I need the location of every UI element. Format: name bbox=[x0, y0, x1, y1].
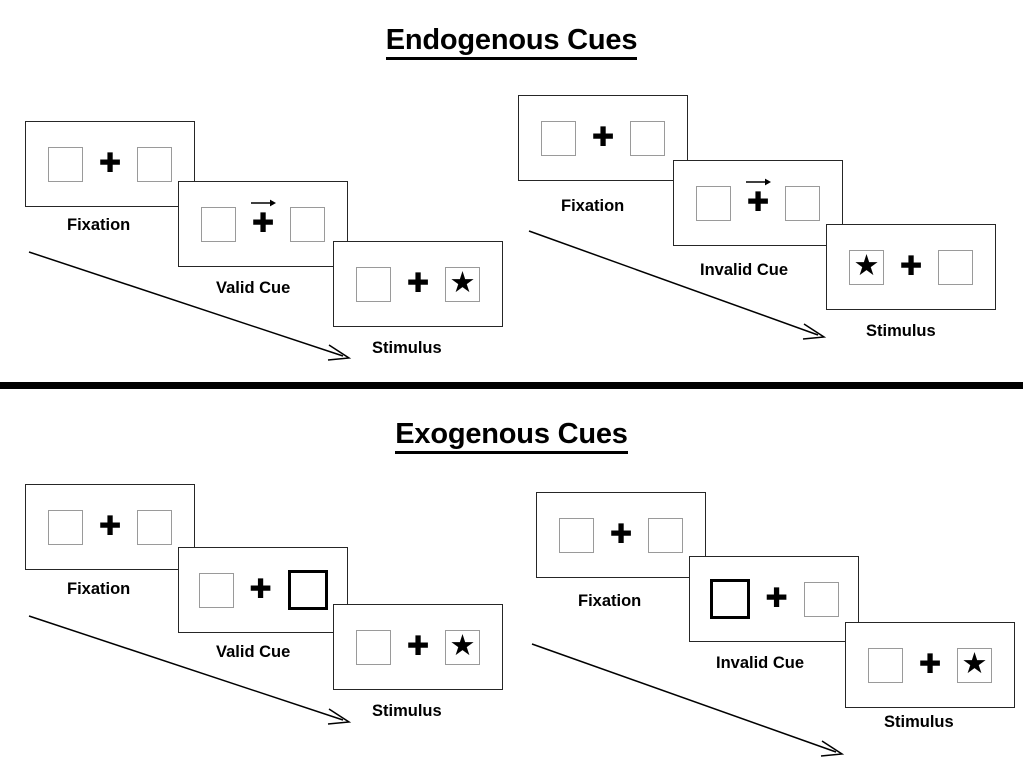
slot-right: ★ bbox=[445, 629, 480, 665]
fixation-center: ✚ bbox=[903, 648, 957, 680]
caption-exogenous-valid-fixation: Fixation bbox=[67, 580, 131, 598]
star-icon: ★ bbox=[961, 647, 988, 680]
endogenous-title-text: Endogenous Cues bbox=[385, 24, 637, 60]
frame-contents: ★ ✚ bbox=[827, 225, 995, 309]
fixation-plus-icon: ✚ bbox=[406, 630, 430, 662]
slot-left bbox=[48, 509, 83, 545]
slot-left bbox=[356, 266, 391, 302]
page-title-endogenous: Endogenous Cues bbox=[0, 24, 1023, 60]
page-title-exogenous: Exogenous Cues bbox=[0, 418, 1023, 454]
slot-right bbox=[630, 120, 665, 156]
section-divider bbox=[0, 382, 1023, 389]
frame-exogenous-valid-stimulus: ✚ ★ bbox=[333, 604, 503, 690]
star-icon: ★ bbox=[449, 266, 476, 299]
frame-contents: ✚ bbox=[179, 548, 347, 632]
slot-right: ★ bbox=[445, 266, 480, 302]
caption-exogenous-invalid-fixation: Fixation bbox=[578, 592, 642, 610]
fixation-center: ✚ bbox=[234, 573, 288, 605]
fixation-center: ✚ bbox=[83, 510, 137, 542]
caption-endogenous-valid-cue: Valid Cue bbox=[216, 279, 291, 297]
frame-contents: ✚ bbox=[537, 493, 705, 577]
fixation-center: ✚ bbox=[576, 121, 630, 153]
fixation-plus-icon: ✚ bbox=[251, 207, 275, 239]
frame-contents: ✚ bbox=[179, 182, 347, 266]
fixation-plus-icon: ✚ bbox=[765, 582, 788, 614]
frame-contents: ✚ bbox=[26, 122, 194, 206]
frame-endogenous-invalid-fixation: ✚ bbox=[518, 95, 688, 181]
fixation-center: ✚ bbox=[750, 582, 804, 614]
slot-left bbox=[198, 572, 234, 608]
slot-right bbox=[785, 185, 820, 221]
fixation-center: ✚ bbox=[594, 518, 648, 550]
caption-endogenous-invalid-stimulus: Stimulus bbox=[866, 322, 936, 340]
caption-exogenous-invalid-stimulus: Stimulus bbox=[884, 713, 954, 731]
cue-center: ✚ bbox=[731, 178, 785, 218]
fixation-plus-icon: ✚ bbox=[249, 573, 272, 605]
frame-contents: ✚ bbox=[674, 161, 842, 245]
fixation-plus-icon: ✚ bbox=[899, 250, 923, 282]
frame-contents: ✚ ★ bbox=[846, 623, 1014, 707]
arrow-right-icon bbox=[746, 178, 771, 186]
star-icon: ★ bbox=[449, 629, 476, 662]
caption-endogenous-valid-fixation: Fixation bbox=[67, 216, 131, 234]
cue-center: ✚ bbox=[236, 199, 290, 239]
caption-exogenous-valid-cue: Valid Cue bbox=[216, 643, 291, 661]
frame-endogenous-invalid-stimulus: ★ ✚ bbox=[826, 224, 996, 310]
slot-right: ★ bbox=[957, 647, 992, 683]
slot-right bbox=[938, 249, 973, 285]
frame-contents: ✚ ★ bbox=[334, 605, 502, 689]
slot-left bbox=[48, 146, 83, 182]
fixation-center: ✚ bbox=[391, 267, 445, 299]
fixation-center: ✚ bbox=[884, 250, 938, 282]
fixation-plus-icon: ✚ bbox=[98, 510, 122, 542]
arrow-right-icon bbox=[251, 199, 276, 207]
slot-right bbox=[290, 206, 325, 242]
frame-exogenous-invalid-cue: ✚ bbox=[689, 556, 859, 642]
slot-left: ★ bbox=[849, 249, 884, 285]
frame-contents: ✚ bbox=[519, 96, 687, 180]
slot-left bbox=[356, 629, 391, 665]
caption-endogenous-invalid-cue: Invalid Cue bbox=[700, 261, 789, 279]
frame-endogenous-valid-fixation: ✚ bbox=[25, 121, 195, 207]
slot-left-cued bbox=[709, 579, 750, 619]
caption-endogenous-invalid-fixation: Fixation bbox=[561, 197, 625, 215]
fixation-plus-icon: ✚ bbox=[406, 267, 430, 299]
caption-exogenous-invalid-cue: Invalid Cue bbox=[716, 654, 805, 672]
frame-exogenous-valid-fixation: ✚ bbox=[25, 484, 195, 570]
slot-right-cued bbox=[287, 570, 328, 610]
frame-contents: ✚ bbox=[26, 485, 194, 569]
slot-right bbox=[137, 146, 172, 182]
slot-left bbox=[559, 517, 594, 553]
star-icon: ★ bbox=[853, 249, 880, 282]
slot-left bbox=[868, 647, 903, 683]
frame-endogenous-invalid-cue: ✚ bbox=[673, 160, 843, 246]
frame-exogenous-invalid-fixation: ✚ bbox=[536, 492, 706, 578]
frame-contents: ✚ ★ bbox=[334, 242, 502, 326]
frame-exogenous-valid-cue: ✚ bbox=[178, 547, 348, 633]
fixation-plus-icon: ✚ bbox=[918, 648, 942, 680]
caption-endogenous-valid-stimulus: Stimulus bbox=[372, 339, 442, 357]
fixation-center: ✚ bbox=[83, 147, 137, 179]
slot-right bbox=[803, 581, 839, 617]
exogenous-title-text: Exogenous Cues bbox=[395, 418, 628, 454]
frame-endogenous-valid-cue: ✚ bbox=[178, 181, 348, 267]
frame-contents: ✚ bbox=[690, 557, 858, 641]
slot-left bbox=[541, 120, 576, 156]
caption-exogenous-valid-stimulus: Stimulus bbox=[372, 702, 442, 720]
frame-endogenous-valid-stimulus: ✚ ★ bbox=[333, 241, 503, 327]
fixation-plus-icon: ✚ bbox=[609, 518, 633, 550]
frame-exogenous-invalid-stimulus: ✚ ★ bbox=[845, 622, 1015, 708]
slot-right bbox=[137, 509, 172, 545]
fixation-plus-icon: ✚ bbox=[746, 186, 770, 218]
slot-left bbox=[696, 185, 731, 221]
fixation-plus-icon: ✚ bbox=[591, 121, 615, 153]
slot-right bbox=[648, 517, 683, 553]
slot-left bbox=[201, 206, 236, 242]
fixation-plus-icon: ✚ bbox=[98, 147, 122, 179]
fixation-center: ✚ bbox=[391, 630, 445, 662]
